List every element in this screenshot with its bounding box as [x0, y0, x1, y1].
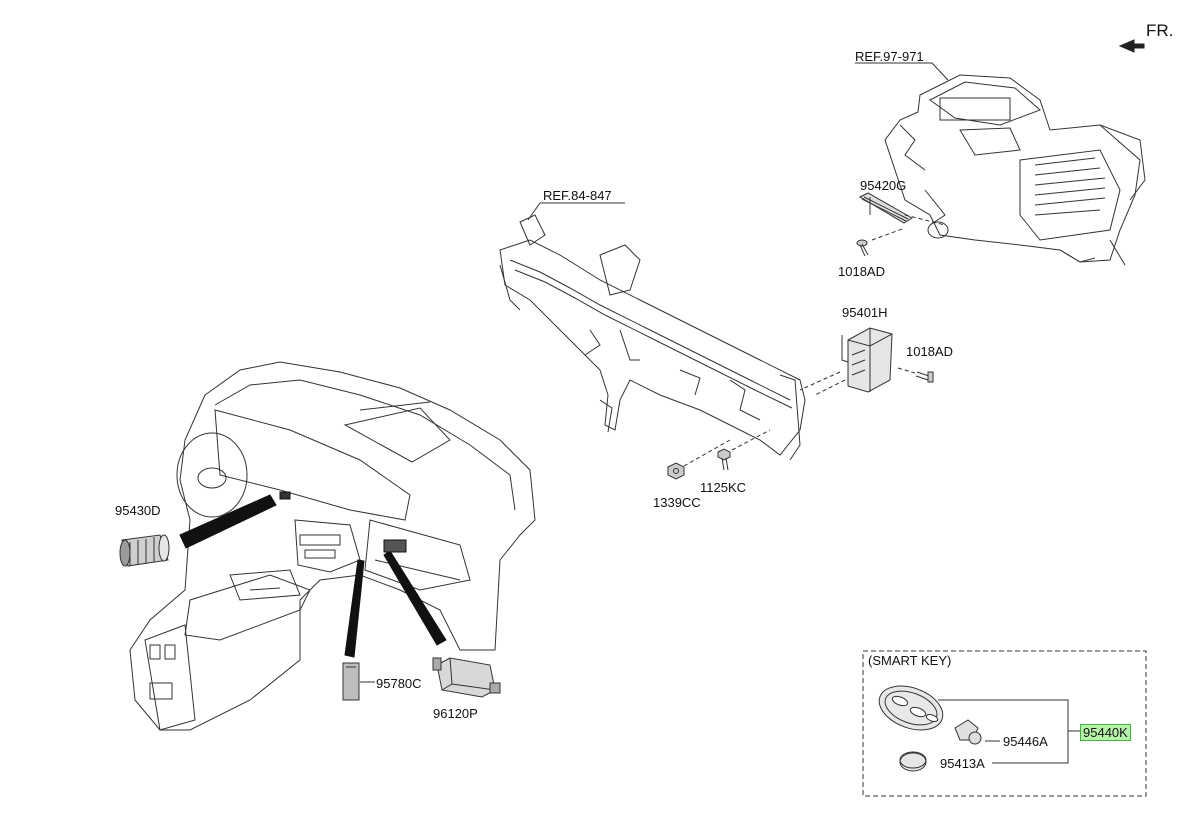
smart-key-group-box [862, 650, 1147, 797]
nut-1339CC-icon [667, 439, 731, 480]
part-label-1018AD-right[interactable]: 1018AD [906, 344, 953, 359]
bolt-1125KC-icon [717, 429, 771, 471]
part-label-1339CC[interactable]: 1339CC [653, 495, 701, 510]
part-label-95780C[interactable]: 95780C [376, 676, 422, 691]
reference-cowl-label: REF.84-847 [543, 188, 612, 203]
cowl-crossbar-illustration [499, 214, 806, 461]
smart-key-fob-illustration [878, 685, 944, 731]
reference-hvac-label: REF.97-971 [855, 49, 924, 64]
part-95780C-leader-arrow [344, 559, 365, 658]
bolt-1018AD-right-icon [915, 371, 934, 383]
smart-key-box-title: (SMART KEY) [868, 653, 952, 668]
knob-95430D-illustration [119, 534, 170, 567]
battery-95413A-illustration [899, 751, 927, 772]
hvac-unit-illustration [884, 74, 1146, 266]
front-direction-label: FR. [1146, 21, 1174, 40]
mechanical-key-95446A-illustration [954, 719, 982, 745]
part-label-95430D[interactable]: 95430D [115, 503, 161, 518]
part-label-1018AD-top[interactable]: 1018AD [838, 264, 885, 279]
part-96120P-illustration [432, 657, 501, 698]
part-95780C-illustration [342, 662, 360, 701]
dashboard-illustration [129, 361, 536, 731]
module-95401H-illustration [799, 327, 916, 396]
part-label-95413A[interactable]: 95413A [940, 756, 985, 771]
part-label-1125KC[interactable]: 1125KC [700, 480, 747, 495]
part-label-95440K-highlighted[interactable]: 95440K [1080, 724, 1131, 741]
part-95420G-illustration [858, 192, 946, 226]
part-96120P-leader-arrow [383, 550, 447, 646]
bolt-1018AD-top-icon [856, 227, 906, 257]
part-label-96120P[interactable]: 96120P [433, 706, 478, 721]
part-label-95401H[interactable]: 95401H [842, 305, 888, 320]
part-label-95420G[interactable]: 95420G [860, 178, 907, 193]
knob-95430D-leader-arrow [179, 494, 277, 549]
part-label-95446A[interactable]: 95446A [1003, 734, 1048, 749]
front-direction-arrow-icon [1118, 39, 1145, 53]
